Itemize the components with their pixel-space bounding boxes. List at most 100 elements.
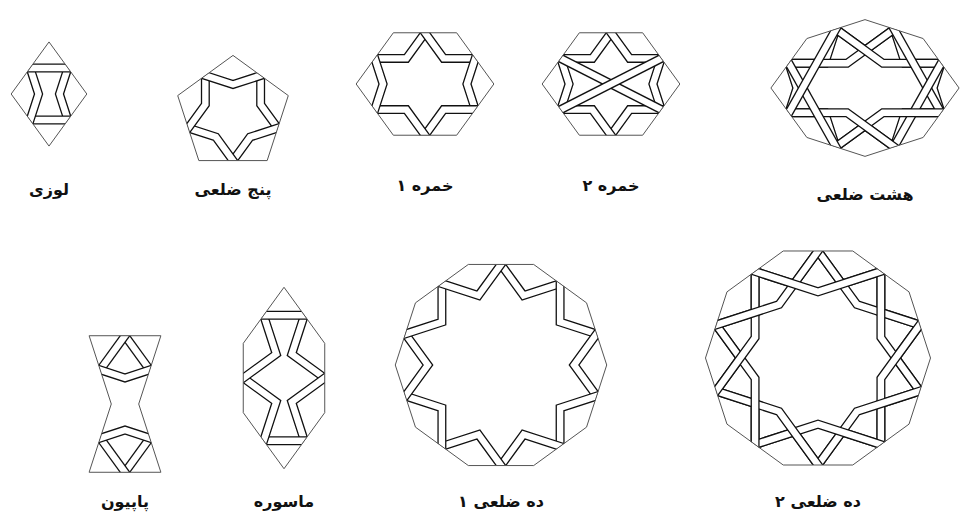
strap-edge (806, 385, 934, 478)
tile-outline (542, 33, 680, 135)
strap-fill (423, 434, 512, 478)
strap-edge (881, 308, 932, 465)
tile-ground (542, 33, 680, 135)
girih-tile: ده ضلعی ۲ (702, 238, 934, 516)
strap-edge (489, 252, 578, 296)
strap-edge (176, 55, 205, 145)
strap-group (356, 28, 495, 140)
strap-edge (704, 251, 755, 408)
tile-outline (243, 287, 324, 468)
tile-pattern (702, 238, 934, 478)
strap-fill (702, 385, 830, 478)
strap-fill (780, 13, 845, 129)
strap-edge (702, 385, 830, 478)
strap-fill (467, 40, 481, 127)
strap-edge (242, 296, 276, 391)
strap-edge (176, 122, 245, 164)
strap-group (771, 12, 960, 165)
tile-outline (395, 264, 606, 465)
tile-ground (89, 336, 161, 473)
girih-tile: خمره ۲ (540, 28, 682, 200)
tile-name: ماسوره (252, 491, 316, 513)
strap-group (88, 322, 162, 486)
girih-tile: ماسوره (242, 280, 326, 516)
strap-fill (771, 113, 909, 158)
strap-edge (544, 50, 678, 118)
tile-name: ده ضلعی ۱ (456, 491, 546, 513)
strap-edge (59, 50, 73, 139)
strap-edge (24, 50, 38, 139)
tile-ground (178, 55, 289, 160)
tile-pattern (392, 252, 610, 478)
strap-fill (11, 65, 87, 71)
strap-fill (783, 46, 797, 130)
tile-outline (705, 251, 930, 465)
strap-edge (243, 436, 325, 445)
strap-group (392, 252, 610, 478)
strap-edge (702, 238, 830, 331)
strap-fill (704, 308, 755, 465)
strap-fill (702, 238, 830, 331)
tile-outline (11, 42, 87, 146)
strap-edge (489, 434, 578, 478)
tile-pattern (540, 28, 682, 140)
strap-fill (933, 46, 947, 130)
strap-edge (369, 40, 383, 127)
strap-fill (489, 434, 578, 478)
girih-tile: لوزی (10, 30, 88, 204)
strap-fill (544, 50, 678, 118)
tile-pattern (354, 28, 496, 140)
strap-fill (653, 40, 667, 127)
strap-group (542, 28, 681, 140)
strap-edge (467, 40, 481, 127)
strap-fill (821, 18, 959, 63)
strap-fill (423, 252, 512, 296)
strap-edge (783, 46, 797, 130)
strap-edge (653, 40, 667, 127)
tile-name: خمره ۱ (395, 175, 456, 197)
strap-edge (555, 40, 569, 127)
strap-fill (555, 40, 569, 127)
strap-fill (881, 251, 932, 408)
strap-edge (186, 69, 280, 84)
strap-edge (771, 18, 909, 63)
girih-tile: ده ضلعی ۱ (392, 252, 610, 516)
strap-edge (806, 238, 934, 331)
strap-edge (243, 311, 325, 320)
strap-fill (24, 50, 38, 139)
strap-fill (292, 366, 326, 461)
strap-fill (59, 50, 73, 139)
girih-tile: پاپیون (88, 322, 162, 516)
strap-edge (771, 113, 909, 158)
strap-edge (821, 113, 959, 158)
strap-group (702, 238, 934, 478)
strap-fill (176, 122, 245, 164)
girih-tile: خمره ۱ (354, 28, 496, 200)
strap-group (242, 296, 326, 461)
strap-edge (11, 116, 87, 125)
girih-tile: هشت ضلعی (768, 8, 962, 209)
tile-outline (771, 20, 959, 157)
strap-fill (11, 117, 87, 123)
strap-edge (821, 18, 959, 63)
tile-ground (243, 287, 324, 468)
tile-pattern (88, 322, 162, 486)
tile-ground (356, 33, 494, 135)
strap-fill (806, 238, 934, 331)
strap-edge (423, 434, 512, 478)
tile-name: پنج ضلعی (193, 179, 274, 201)
strap-fill (186, 69, 280, 84)
strap-fill (821, 113, 959, 158)
strap-edge (881, 251, 932, 408)
tile-pattern (176, 52, 290, 164)
strap-edge (292, 366, 326, 461)
strap-edge (423, 252, 512, 296)
strap-fill (369, 40, 383, 127)
tile-outline (178, 55, 289, 160)
strap-edge (735, 424, 900, 451)
strap-edge (933, 46, 947, 130)
tile-name: ده ضلعی ۲ (773, 491, 863, 513)
strap-fill (489, 252, 578, 296)
tile-name: لوزی (27, 179, 71, 201)
strap-fill (242, 296, 276, 391)
